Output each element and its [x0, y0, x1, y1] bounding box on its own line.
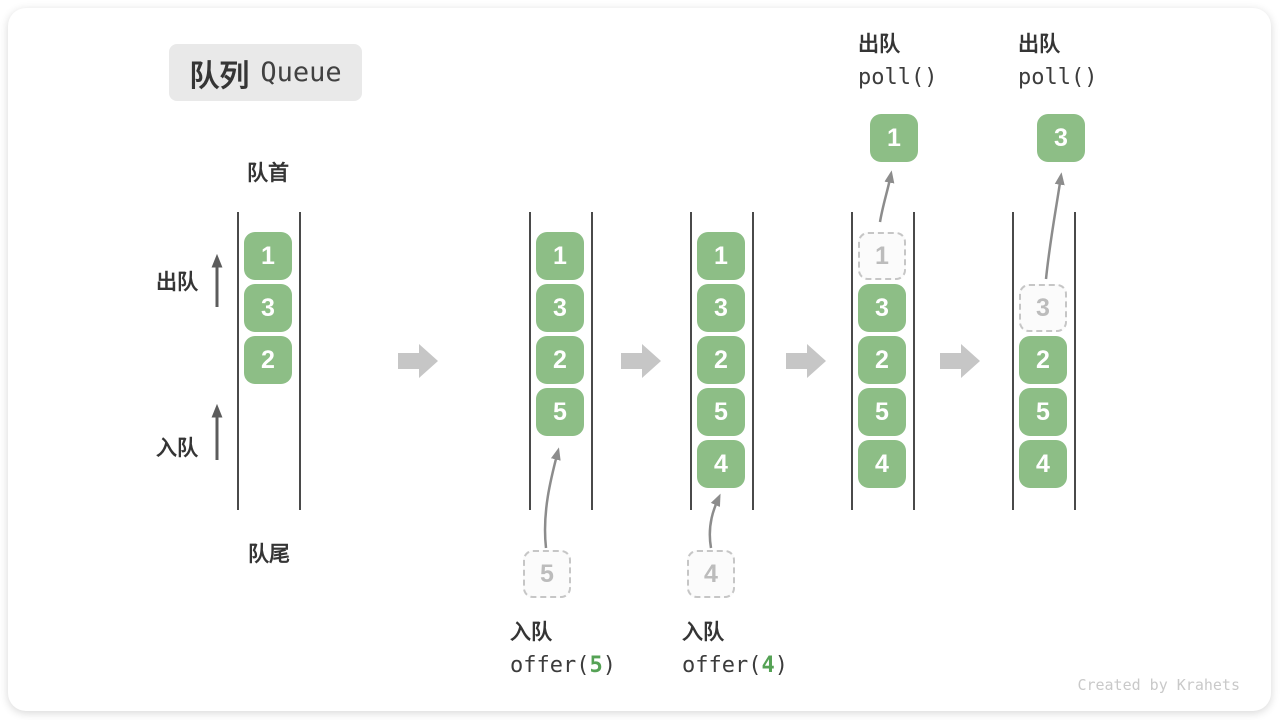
code-arg: 4: [761, 653, 775, 678]
queue-element: 1: [536, 232, 584, 280]
queue-element: 5: [536, 388, 584, 436]
transition-arrow-4-icon: [940, 344, 980, 378]
queue-element: 3: [697, 284, 745, 332]
code-post: ): [774, 653, 788, 678]
queue-element: 1: [244, 232, 292, 280]
removed-element: 3: [1037, 114, 1085, 162]
caption-code: offer(4): [682, 651, 788, 681]
queue-wall-right: [752, 212, 754, 510]
queue-element: 3: [244, 284, 292, 332]
queue-wall-left: [529, 212, 531, 510]
queue-element: 3: [858, 284, 906, 332]
queue-element: 3: [536, 284, 584, 332]
label-dequeue: 出队: [156, 271, 198, 294]
operation-caption-enqueue: 入队 offer(5): [510, 619, 616, 681]
label-enqueue: 入队: [156, 437, 198, 460]
title-zh: 队列: [189, 59, 250, 93]
operation-caption-enqueue: 入队 offer(4): [682, 619, 788, 681]
queue-element: 5: [858, 388, 906, 436]
queue-element: 2: [244, 336, 292, 384]
pending-element: 5: [523, 550, 571, 598]
queue-element: 5: [697, 388, 745, 436]
queue-wall-left: [690, 212, 692, 510]
operation-caption-dequeue: 出队 poll(): [858, 31, 937, 93]
label-queue-rear: 队尾: [248, 543, 290, 566]
queue-wall-right: [1074, 212, 1076, 510]
caption-zh: 出队: [858, 33, 900, 56]
caption-code: offer(5): [510, 651, 616, 681]
queue-wall-left: [1012, 212, 1014, 510]
caption-zh: 入队: [510, 621, 552, 644]
code-arg: 5: [589, 653, 603, 678]
queue-element: 5: [1019, 388, 1067, 436]
queue-wall-left: [237, 212, 239, 510]
queue-wall-right: [591, 212, 593, 510]
queue-element: 4: [697, 440, 745, 488]
queue-element: 4: [1019, 440, 1067, 488]
operation-caption-dequeue: 出队 poll(): [1018, 31, 1097, 93]
queue-element: 1: [697, 232, 745, 280]
transition-arrow-2-icon: [621, 344, 661, 378]
queue-element: 2: [536, 336, 584, 384]
queue-element-removed: 1: [858, 232, 906, 280]
caption-zh: 入队: [682, 621, 724, 644]
queue-element-removed: 3: [1019, 284, 1067, 332]
queue-wall-right: [299, 212, 301, 510]
queue-wall-left: [851, 212, 853, 510]
enqueue-arrow-state2-icon: [543, 447, 561, 549]
queue-element: 2: [858, 336, 906, 384]
watermark: Created by Krahets: [1077, 676, 1240, 694]
queue-element: 2: [697, 336, 745, 384]
caption-zh: 出队: [1018, 33, 1060, 56]
enqueue-arrow-state3-icon: [708, 493, 721, 549]
queue-element: 4: [858, 440, 906, 488]
queue-wall-right: [913, 212, 915, 510]
dequeue-arrow-state5-icon: [1044, 172, 1065, 280]
transition-arrow-1-icon: [398, 344, 438, 378]
caption-code: poll(): [858, 65, 938, 90]
transition-arrow-3-icon: [786, 344, 826, 378]
code-post: ): [602, 653, 616, 678]
removed-element: 1: [870, 114, 918, 162]
pending-element: 4: [687, 550, 735, 598]
label-queue-front: 队首: [247, 162, 289, 185]
caption-code: poll(): [1018, 65, 1098, 90]
code-pre: offer(: [510, 653, 590, 678]
dequeue-arrow-state4-icon: [878, 170, 895, 223]
queue-element: 2: [1019, 336, 1067, 384]
code-pre: offer(: [682, 653, 762, 678]
title-en: Queue: [260, 57, 342, 88]
title-box: 队列 Queue: [169, 44, 362, 101]
